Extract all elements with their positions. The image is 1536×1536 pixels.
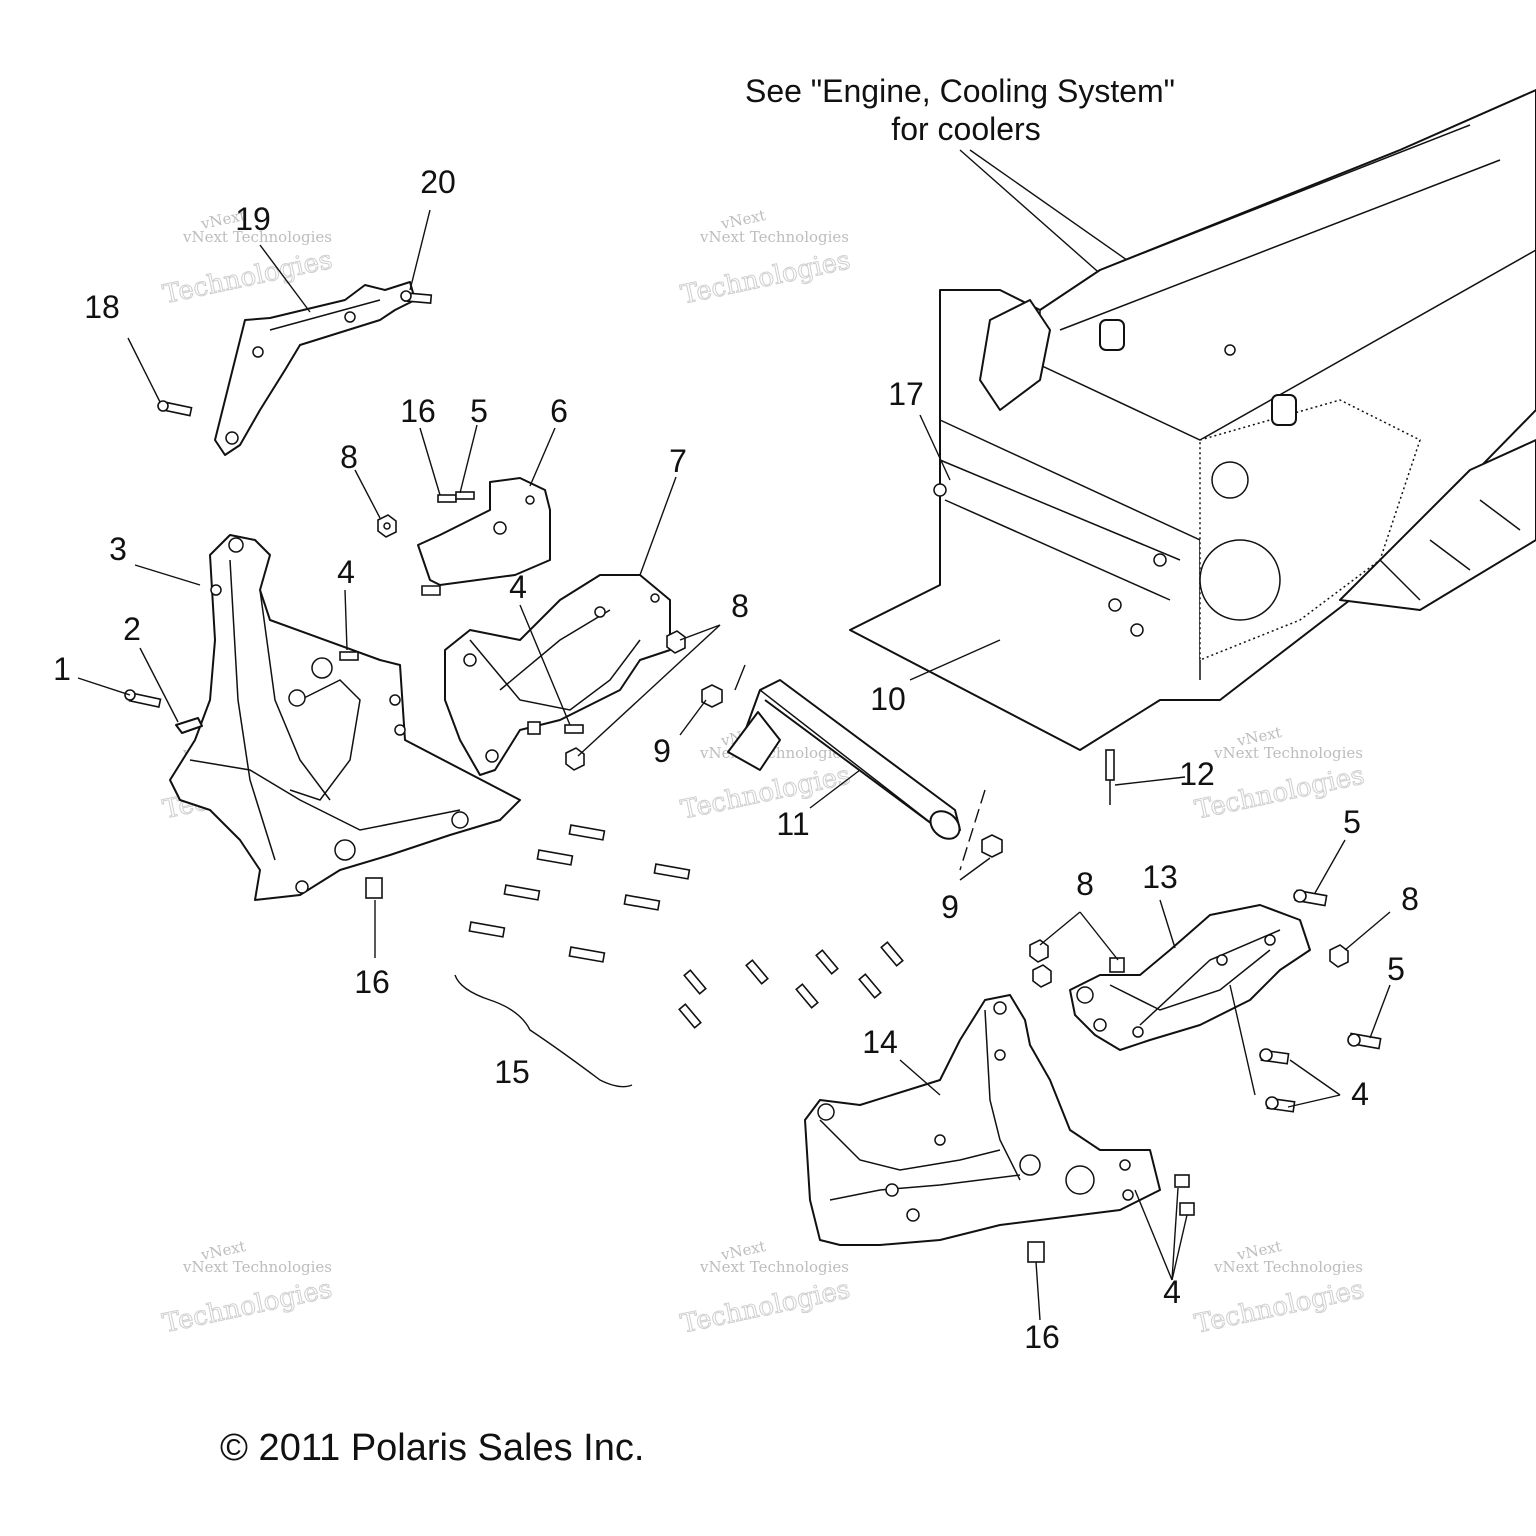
leader-lines <box>77 209 1391 1321</box>
svg-text:Technologies: Technologies <box>1192 761 1367 826</box>
part-15-bracket-line <box>454 974 633 1088</box>
callout-5c: 5 <box>1387 951 1405 987</box>
part-12-pin <box>1105 749 1115 805</box>
part-11-shaft <box>727 679 961 840</box>
svg-text:vNext Technologies: vNext Technologies <box>182 1258 332 1276</box>
svg-text:vNext Technologies: vNext Technologies <box>182 228 332 246</box>
svg-text:vNext Technologies: vNext Technologies <box>1213 1258 1363 1276</box>
callout-2: 2 <box>123 611 141 647</box>
part-6-bracket <box>417 477 551 596</box>
callout-6: 6 <box>550 393 568 429</box>
callout-8c: 8 <box>1076 866 1094 902</box>
svg-text:Technologies: Technologies <box>678 246 853 311</box>
callout-11: 11 <box>776 806 809 842</box>
callout-5b: 5 <box>1343 804 1361 840</box>
part-9-spacer-lower <box>981 834 1003 858</box>
callout-5a: 5 <box>470 393 488 429</box>
part-14-right-frame <box>804 994 1161 1246</box>
callout-4a: 4 <box>337 554 355 590</box>
watermark-bottom-right: vNext vNext Technologies Technologies <box>1192 1237 1368 1340</box>
part-8-nuts-right <box>1029 939 1349 988</box>
part-16-bolt-left <box>365 877 383 899</box>
part-16-bolt-right <box>1027 1241 1045 1263</box>
part-2-clip <box>175 717 203 734</box>
callout-16b: 16 <box>354 964 390 1000</box>
part-16-5-bolts-top <box>437 491 475 503</box>
part-4-bolts-lower-right <box>1174 1174 1195 1216</box>
callout-20: 20 <box>420 164 456 200</box>
note-line-1: See "Engine, Cooling System" <box>745 73 1175 109</box>
part-20-bolt <box>400 290 433 304</box>
part-8-nuts-middle <box>527 630 686 771</box>
callout-16a: 16 <box>400 393 436 429</box>
callout-13: 13 <box>1142 859 1178 895</box>
part-4-bolt-left <box>339 651 359 661</box>
callout-10: 10 <box>870 681 906 717</box>
callouts: 1 2 3 4 4 4 4 5 5 5 6 7 8 8 8 8 9 9 10 1… <box>53 164 1419 1355</box>
watermark-mid-right: vNext vNext Technologies Technologies <box>1192 723 1368 826</box>
callout-8b: 8 <box>731 588 749 624</box>
part-3-left-frame <box>169 534 521 901</box>
svg-text:vNext Technologies: vNext Technologies <box>699 228 849 246</box>
callout-15: 15 <box>494 1054 530 1090</box>
svg-text:Technologies: Technologies <box>160 245 335 310</box>
callout-18: 18 <box>84 289 120 325</box>
svg-text:Technologies: Technologies <box>678 761 853 826</box>
part-8-nut-top <box>377 514 397 538</box>
part-4-bolts-right <box>1259 1048 1296 1113</box>
callout-19: 19 <box>235 201 271 237</box>
part-19-bracket <box>214 281 416 456</box>
callout-4b: 4 <box>509 569 527 605</box>
part-7-mount <box>444 574 671 776</box>
part-13-mount <box>1069 904 1311 1051</box>
svg-text:vNext Technologies: vNext Technologies <box>699 1258 849 1276</box>
watermark-bottom-center: vNext vNext Technologies Technologies <box>678 1237 854 1340</box>
callout-7: 7 <box>669 443 687 479</box>
svg-text:Technologies: Technologies <box>160 1274 335 1339</box>
callout-14: 14 <box>862 1024 898 1060</box>
note-line-2: for coolers <box>891 111 1040 147</box>
svg-text:Technologies: Technologies <box>678 1275 853 1340</box>
callout-4d: 4 <box>1163 1274 1181 1310</box>
copyright-text: © 2011 Polaris Sales Inc. <box>220 1427 644 1469</box>
part-10-17-chassis <box>849 89 1536 751</box>
watermark-top-center: vNext vNext Technologies Technologies <box>678 206 854 311</box>
callout-8d: 8 <box>1401 881 1419 917</box>
shaft-centerline-top <box>734 664 746 691</box>
svg-text:Technologies: Technologies <box>1192 1275 1367 1340</box>
callout-9a: 9 <box>653 733 671 769</box>
part-9-spacer-upper <box>701 684 723 708</box>
part-15-bolt-set <box>468 824 904 1029</box>
part-1-bolt <box>124 689 162 708</box>
callout-1: 1 <box>53 651 71 687</box>
shaft-centerline-bottom <box>959 789 986 871</box>
callout-3: 3 <box>109 531 127 567</box>
callout-17: 17 <box>888 376 924 412</box>
callout-4c: 4 <box>1351 1076 1369 1112</box>
callout-9b: 9 <box>941 889 959 925</box>
callout-8a: 8 <box>340 439 358 475</box>
svg-text:vNext Technologies: vNext Technologies <box>1213 744 1363 762</box>
part-18-bolt <box>157 400 193 417</box>
part-5-bolts-right <box>1293 889 1382 1050</box>
callout-12: 12 <box>1179 756 1215 792</box>
watermark-bottom-left: vNext vNext Technologies Technologies <box>160 1237 336 1340</box>
callout-16c: 16 <box>1024 1319 1060 1355</box>
